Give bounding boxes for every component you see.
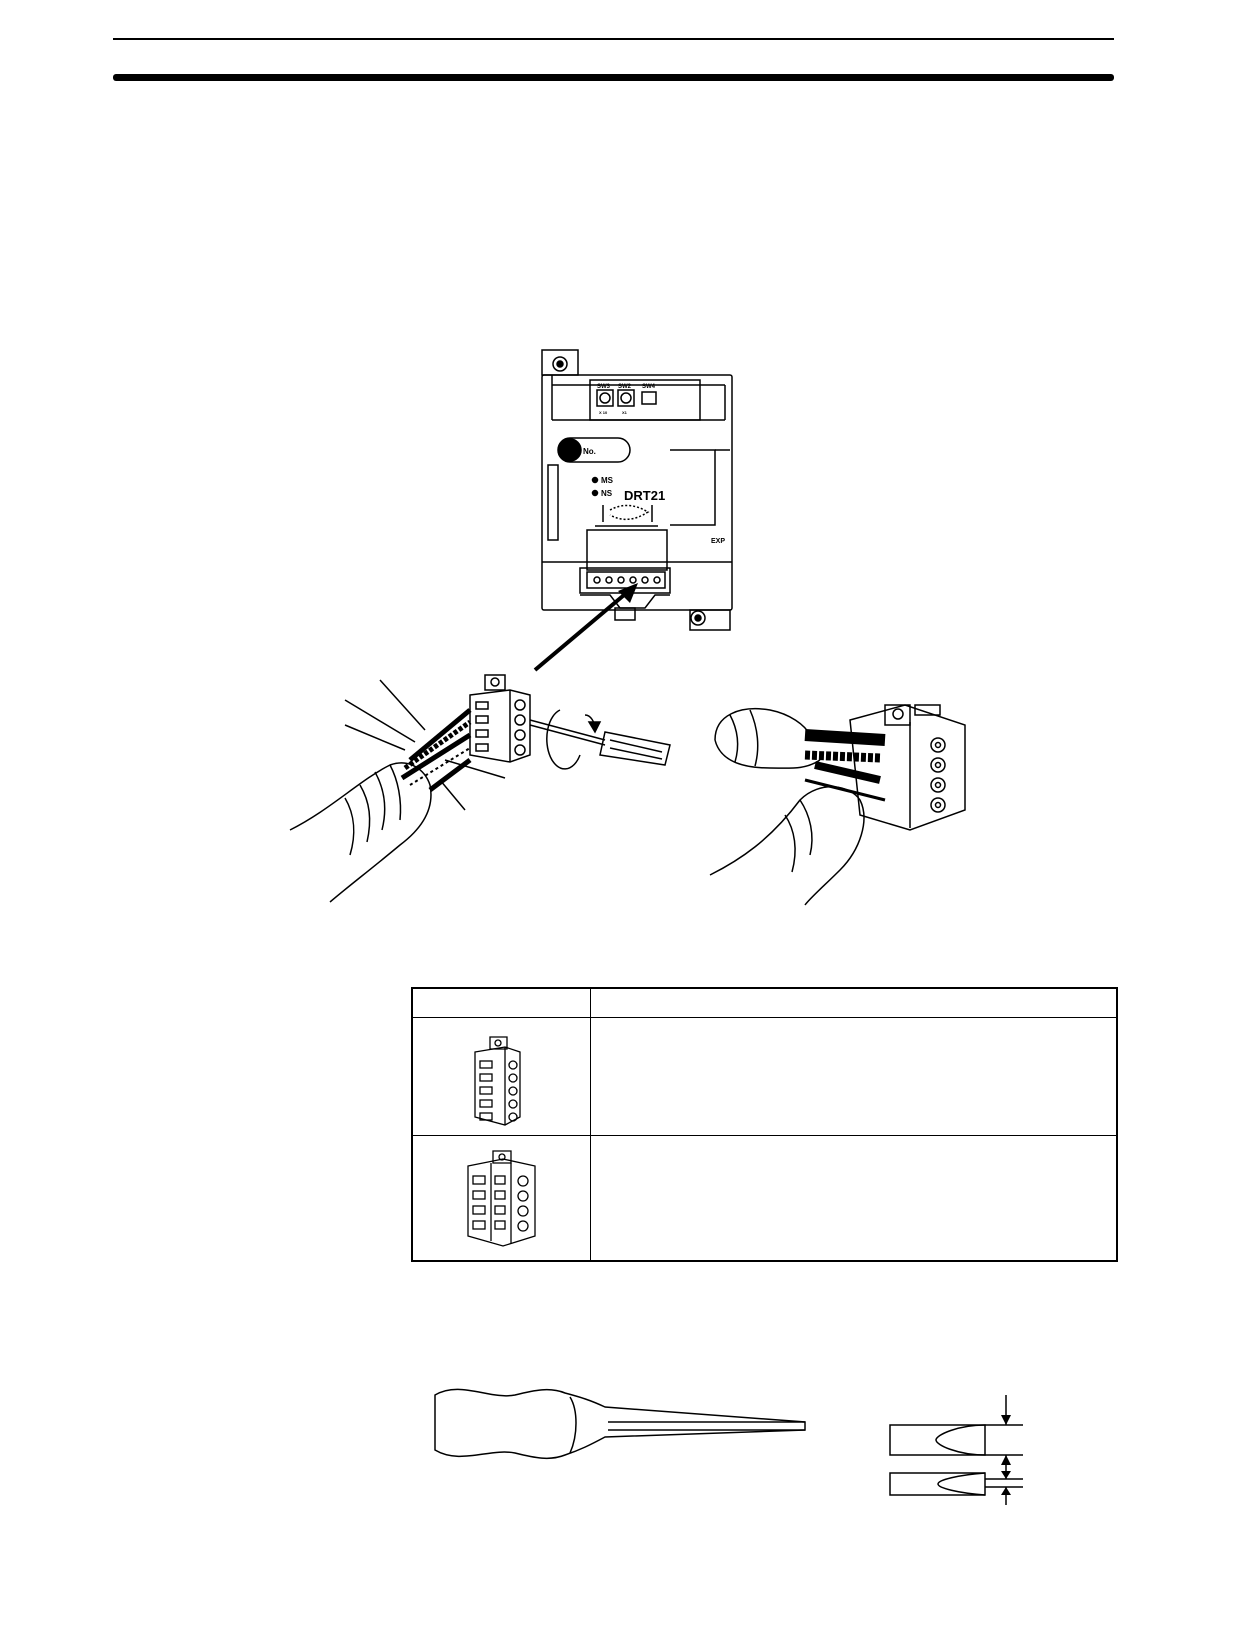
port-label: EXP bbox=[711, 538, 725, 545]
led-ns-label: NS bbox=[601, 489, 613, 498]
plate-label: No. bbox=[583, 447, 596, 456]
table-row-divider bbox=[413, 1135, 1116, 1136]
switch-sublabel-x1: X1 bbox=[622, 410, 628, 415]
connector-type-1-icon bbox=[474, 1036, 521, 1126]
drt21-device-illustration: SW3 SW2 SW4 X 10 X1 No. MS NS DRT21 EXP bbox=[541, 349, 733, 631]
led-ms-label: MS bbox=[601, 476, 614, 485]
screwdriver-illustration bbox=[434, 1388, 806, 1460]
header-rule-thick bbox=[113, 74, 1114, 81]
switch-label-sw4: SW4 bbox=[642, 384, 656, 390]
model-label: DRT21 bbox=[624, 488, 665, 503]
switch-sublabel-x10: X 10 bbox=[599, 410, 608, 415]
hands-inserting-wires-illustration bbox=[709, 704, 966, 906]
screwdriver-tip-dimensions bbox=[889, 1395, 1023, 1505]
connector-types-table bbox=[411, 987, 1118, 1262]
connector-type-2-icon bbox=[467, 1150, 536, 1247]
table-header-divider bbox=[413, 1017, 1116, 1018]
header-rule-thin bbox=[113, 38, 1114, 40]
switch-label-sw3: SW3 bbox=[597, 384, 611, 390]
table-column-divider bbox=[590, 989, 591, 1260]
insertion-arrow bbox=[533, 583, 638, 672]
switch-label-sw2: SW2 bbox=[618, 384, 632, 390]
hand-wiring-connector-illustration bbox=[289, 674, 671, 903]
